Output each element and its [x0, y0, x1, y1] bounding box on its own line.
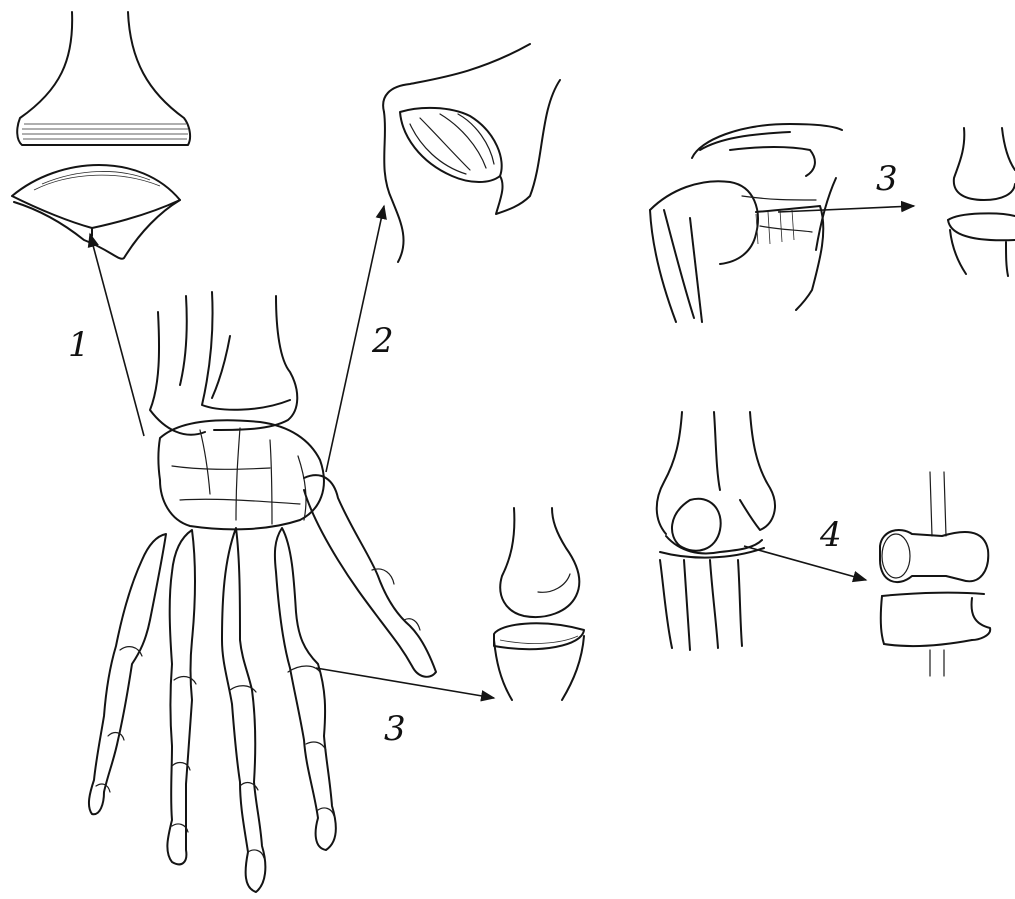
arrow-icon — [316, 668, 494, 698]
arrow-icon — [744, 546, 866, 580]
hinge-joint-diagram — [880, 472, 990, 676]
hinge-joint-limb-diagram — [657, 412, 775, 650]
shoulder-joint-diagram — [650, 124, 842, 322]
label-hinge-joint: 4 — [819, 515, 842, 555]
labels: 1 2 3 3 4 — [68, 159, 898, 749]
ball-joint-shoulder-diagram — [948, 128, 1015, 276]
label-saddle-joint: 2 — [371, 321, 394, 361]
ball-joint-hand-diagram — [494, 508, 584, 700]
arrows — [90, 206, 914, 698]
label-ball-joint-shoulder: 3 — [876, 159, 898, 199]
saddle-joint-diagram — [383, 44, 560, 262]
arrow-icon — [90, 234, 144, 436]
plane-joint-diagram — [12, 12, 190, 259]
label-ball-joint-hand: 3 — [384, 709, 406, 749]
label-plane-joint: 1 — [68, 325, 90, 365]
hand-skeleton — [89, 292, 436, 892]
